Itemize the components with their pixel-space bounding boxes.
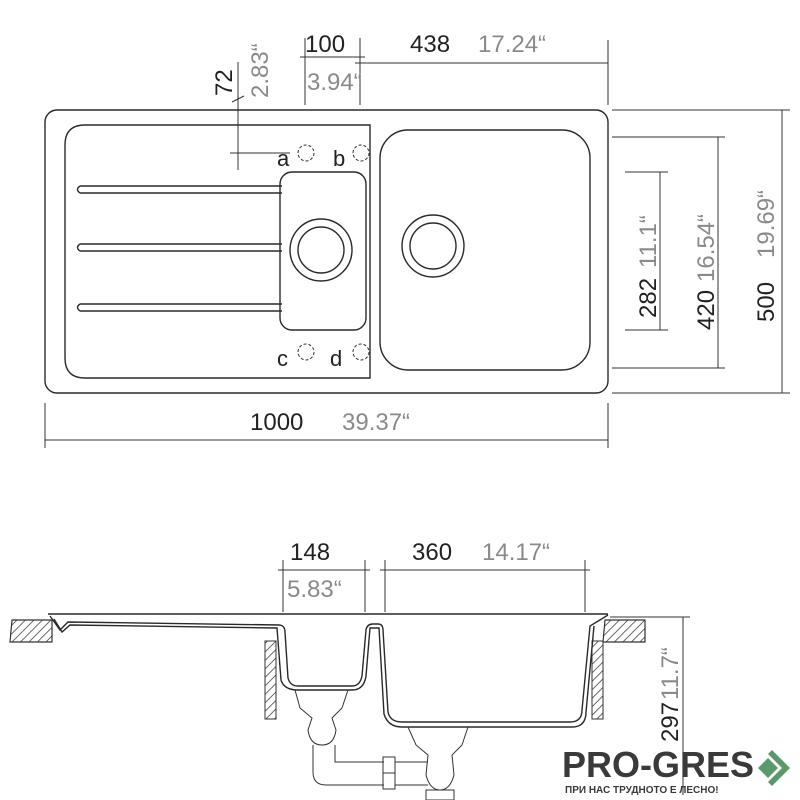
- dim-438-inch-label: 17.24“: [478, 31, 546, 58]
- sink-profile-outer: [49, 614, 609, 723]
- hole-label-d: d: [330, 346, 342, 371]
- logo-name: PRO-GRES: [562, 744, 754, 785]
- dimension-100-438: 100 3.94“ 438 17.24“: [300, 31, 609, 105]
- top-view: a b c d 72 2.83“ 100 3.94“ 438 17.24“: [44, 31, 790, 448]
- dimension-282: 282 11.1“: [625, 171, 668, 331]
- countertop-left: [9, 619, 53, 643]
- dim-297-inch-label: 11.7“: [657, 647, 684, 700]
- small-drain: [289, 218, 353, 282]
- hole-label-b: b: [333, 146, 345, 171]
- large-strainer: [407, 726, 469, 791]
- dim-420-label: 420: [693, 290, 720, 330]
- sink-outline: [44, 109, 609, 394]
- hole-label-c: c: [277, 346, 288, 371]
- tap-holes: a b c d: [277, 144, 370, 371]
- dim-360-label: 360: [412, 539, 452, 566]
- dim-100-label: 100: [305, 31, 345, 58]
- sink-profile-inner: [53, 618, 595, 728]
- dim-420-inch-label: 16.54“: [693, 214, 720, 282]
- dim-500-inch-label: 19.69“: [753, 190, 780, 258]
- dim-282-label: 282: [635, 278, 662, 318]
- dim-297-label: 297: [657, 702, 684, 742]
- dimension-500: 500 19.69“: [612, 109, 790, 394]
- drainboard-inner: [64, 124, 371, 379]
- dimension-297: 297 11.7“: [610, 616, 690, 795]
- dim-1000-label: 1000: [250, 409, 303, 436]
- dim-282-inch-label: 11.1“: [635, 215, 662, 268]
- dim-148-inch-label: 5.83“: [287, 576, 342, 603]
- dim-72-label: 72: [211, 69, 238, 96]
- chevron-logo-icon: [758, 750, 790, 786]
- large-drain: [401, 214, 465, 278]
- dimension-148: 148 5.83“: [278, 539, 370, 612]
- dimension-72: 72 2.83“: [211, 43, 290, 170]
- side-view: 148 5.83“ 360 14.17“ 297 11.7“: [9, 539, 690, 800]
- logo-tagline: ПРИ НАС ТРУДНОТО Е ЛЕСНО!: [565, 785, 719, 796]
- dim-72-inch-label: 2.83“: [247, 43, 274, 98]
- countertop-right: [602, 619, 646, 643]
- dim-360-inch-label: 14.17“: [482, 539, 550, 566]
- cabinet-wall-left: [264, 640, 277, 720]
- small-strainer: [294, 689, 349, 746]
- dimension-1000: 1000 39.37“: [44, 403, 609, 448]
- dim-438-label: 438: [410, 31, 450, 58]
- cabinet-wall-right: [591, 640, 604, 720]
- large-bowl: [379, 129, 591, 371]
- dim-500-label: 500: [753, 282, 780, 322]
- dimension-420: 420 16.54“: [612, 136, 725, 369]
- pro-gres-logo: PRO-GRES ПРИ НАС ТРУДНОТО Е ЛЕСНО!: [562, 744, 790, 796]
- dim-148-label: 148: [290, 539, 330, 566]
- dimension-360: 360 14.17“: [380, 539, 590, 612]
- hole-label-a: a: [277, 146, 290, 171]
- drain-pipe: [312, 745, 384, 786]
- dim-1000-inch-label: 39.37“: [342, 409, 410, 436]
- small-bowl: [279, 171, 367, 331]
- drainboard-ribs: [76, 185, 282, 312]
- dim-100-inch-label: 3.94“: [307, 69, 362, 96]
